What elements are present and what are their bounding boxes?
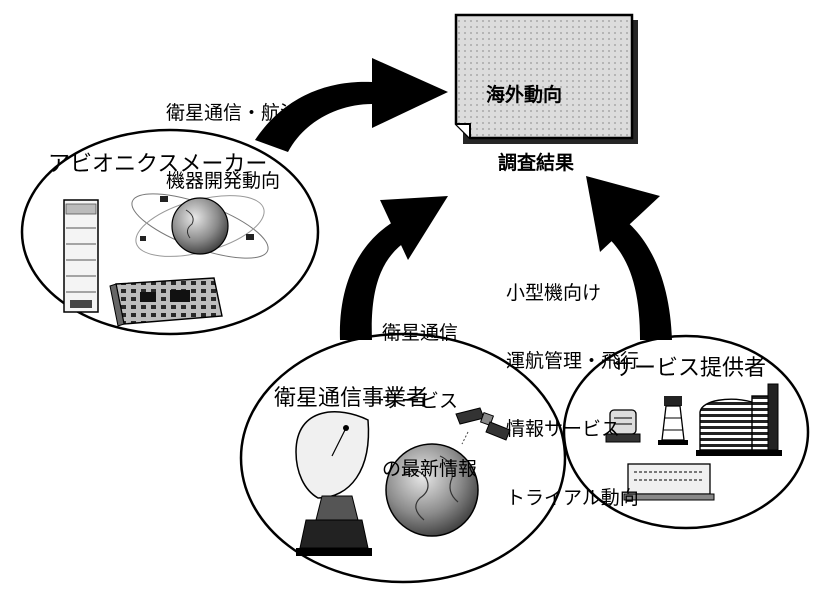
- service-provider-ellipse: [562, 334, 810, 530]
- radar-icon: [605, 409, 641, 443]
- arrow-label-satellite-line-2: サービス: [382, 389, 459, 412]
- satellite-operator-ellipse: [239, 332, 567, 584]
- arrow-label-avionics: 衛星通信・航法 機器開発動向: [166, 56, 299, 238]
- arrow-label-service-line-3: 情報サービス: [506, 418, 621, 441]
- satellite-icon: [455, 407, 511, 445]
- arrow-label-satellite-line-1: 衛星通信: [382, 321, 459, 344]
- arrow-label-service-line-4: トライアル動向: [506, 486, 639, 509]
- building-icon: [696, 383, 782, 456]
- dish-antenna-icon: [295, 411, 372, 556]
- globe-icon: [385, 443, 479, 537]
- document-title-line-2: 調査結果: [498, 151, 575, 174]
- circuit-board-icon: [109, 277, 223, 327]
- tower-icon: [658, 396, 688, 445]
- arrow-label-satellite-line-3: の最新情報: [382, 458, 478, 481]
- satellite-operator-label: 衛星通信事業者: [274, 386, 429, 411]
- arrow-label-service-line-2: 運航管理・飛行: [506, 349, 640, 372]
- avionics-maker-label: アビオニクスメーカー: [48, 152, 268, 177]
- satellite-orbit-icon: [131, 193, 269, 259]
- arrow-avionics-to-document: [255, 58, 448, 152]
- terminal-icon: [623, 463, 715, 501]
- arrow-label-service: 小型機向け 運航管理・飛行 情報サービス トライアル動向: [506, 236, 639, 555]
- server-rack-icon: [63, 199, 99, 313]
- document-title: 海外動向 調査結果: [480, 38, 574, 220]
- service-provider-label: サービス提供者: [612, 356, 767, 381]
- arrow-service-to-document: [586, 176, 672, 340]
- arrow-satellite-to-document: [339, 196, 448, 340]
- report-document: [454, 13, 638, 144]
- arrow-label-service-line-1: 小型機向け: [506, 281, 602, 304]
- arrow-label-avionics-line-2: 機器開発動向: [166, 169, 281, 192]
- avionics-maker-ellipse: [20, 128, 320, 336]
- arrow-label-avionics-line-1: 衛星通信・航法: [166, 101, 300, 124]
- document-title-line-1: 海外動向: [486, 83, 563, 106]
- arrow-label-satellite: 衛星通信 サービス の最新情報: [382, 276, 477, 527]
